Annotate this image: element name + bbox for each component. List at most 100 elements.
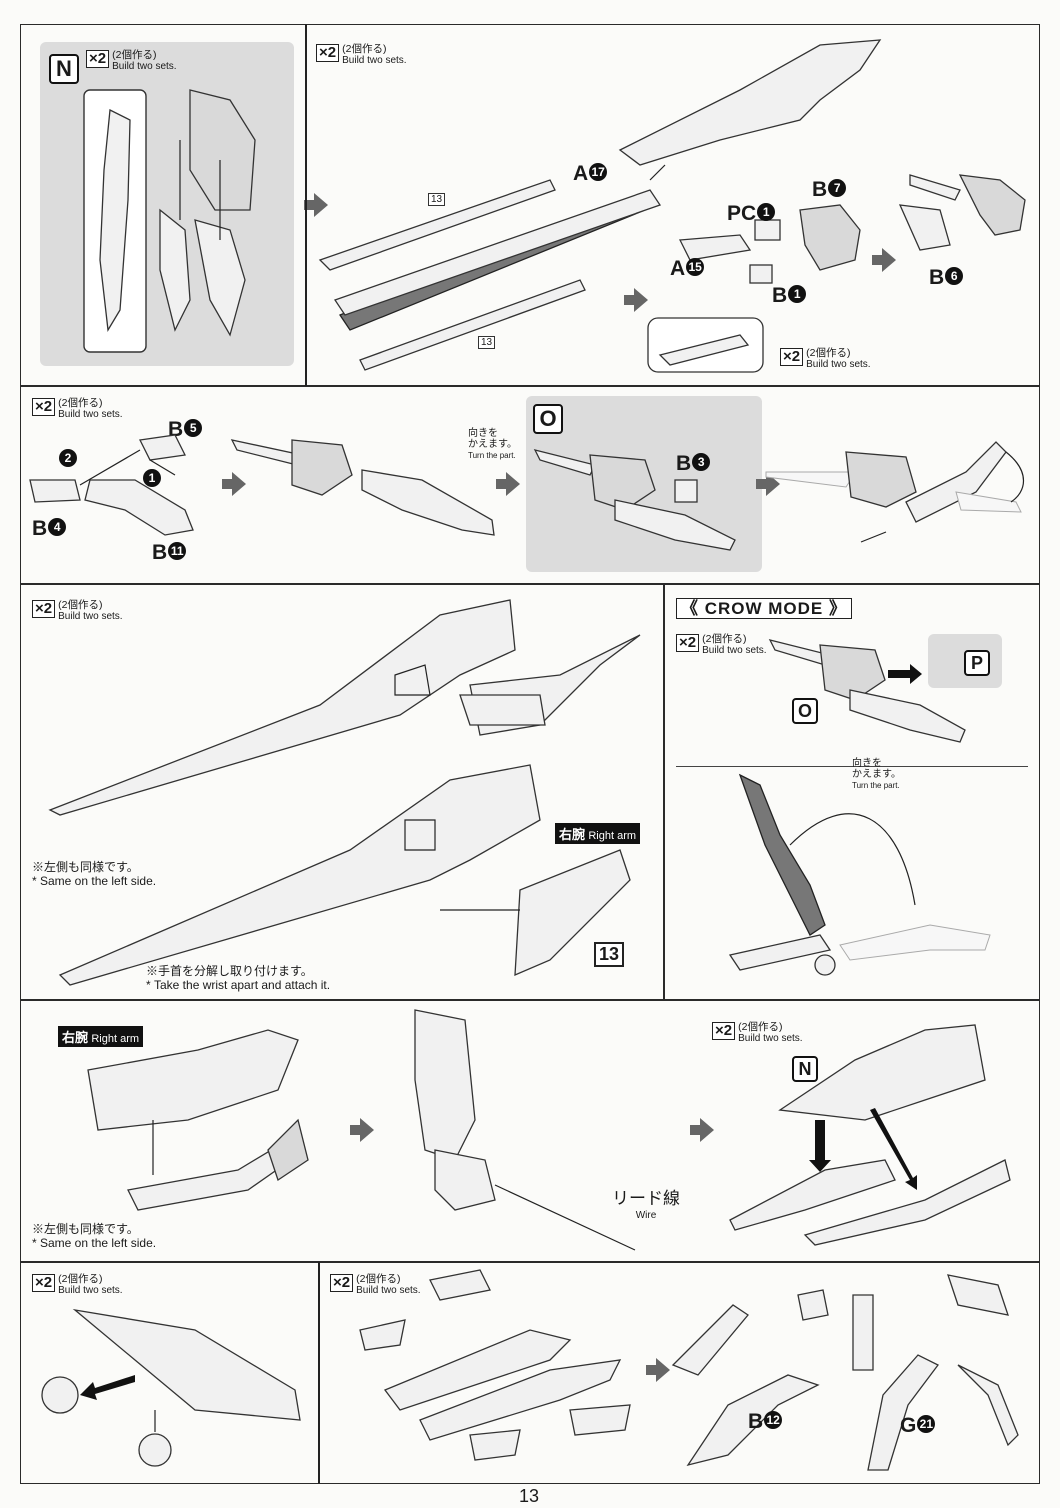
step-n-shaded-area	[40, 42, 294, 366]
right-arm-en: Right arm	[91, 1033, 140, 1045]
crow-mode-text: 《 CROW MODE 》	[676, 598, 852, 619]
part-number: 7	[828, 179, 847, 198]
step-n-illustration	[83, 89, 256, 353]
right-arm-label: 右腕 Right arm	[555, 823, 641, 844]
part-number: 21	[917, 1415, 936, 1434]
build-two-ja: (2個作る)	[738, 1021, 783, 1033]
wire-label: リード線 Wire	[612, 1190, 680, 1223]
n-label: N	[792, 1056, 818, 1082]
part-number: 11	[168, 542, 187, 561]
build-two-ja: (2個作る)	[58, 599, 103, 611]
build-two-sets-note-2: ×2 (2個作る)Build two sets.	[316, 44, 407, 66]
part-letter: B	[929, 266, 945, 289]
build-two-ja: (2個作る)	[806, 347, 851, 359]
flow-arrow	[872, 248, 896, 272]
build-two-en: Build two sets.	[702, 645, 767, 656]
turn-ja2: かえます。	[468, 439, 517, 450]
build-two-ja: (2個作る)	[702, 633, 747, 645]
x2-badge: ×2	[32, 1274, 56, 1292]
same-left-side-note-2: ※左側も同様です。 * Same on the left side.	[32, 1222, 156, 1250]
x2-badge: ×2	[32, 600, 56, 618]
flow-arrow	[690, 1118, 714, 1142]
crow-mode-step2-illustration	[728, 773, 991, 976]
ref-13-bottom: 13	[478, 336, 496, 349]
seq-number: 1	[143, 469, 161, 488]
build-two-sets-note-4: ×2 (2個作る)Build two sets.	[32, 398, 123, 420]
build-two-sets-note-6: ×2 (2個作る)Build two sets.	[676, 634, 767, 656]
build-two-en: Build two sets.	[58, 1285, 123, 1296]
page-number: 13	[519, 1486, 540, 1506]
turn-ja2: かえます。	[852, 769, 901, 780]
right-arm-ja: 右腕	[559, 827, 586, 842]
part-number: 17	[589, 163, 608, 182]
left-note-ja: ※左側も同様です。	[32, 1222, 139, 1236]
ref-13-top: 13	[428, 193, 446, 206]
build-two-en: Build two sets.	[58, 409, 123, 420]
row4-blade-illustration	[729, 1024, 1011, 1246]
step-row-1	[20, 24, 1040, 386]
build-two-en: Build two sets.	[58, 611, 123, 622]
part-letter: B	[676, 452, 692, 475]
part-number: 5	[184, 419, 203, 438]
x2-badge: ×2	[712, 1022, 736, 1040]
part-letter: G	[900, 1414, 917, 1437]
flow-arrow	[304, 193, 328, 217]
part-letter: A	[670, 257, 686, 280]
part-letter: B	[772, 284, 788, 307]
build-two-ja: (2個作る)	[356, 1273, 401, 1285]
crow-divider	[676, 766, 1028, 767]
part-letter: B	[32, 517, 48, 540]
arm-blade-assembly-top	[48, 599, 641, 816]
shoulder-complete-illustration	[898, 174, 1026, 251]
divider	[305, 24, 307, 386]
build-two-ja: (2個作る)	[58, 1273, 103, 1285]
part-letter: B	[152, 541, 168, 564]
right-arm-en: Right arm	[588, 830, 637, 842]
build-two-sets-note-7: ×2 (2個作る)Build two sets.	[712, 1022, 803, 1044]
turn-en: Turn the part.	[852, 781, 900, 790]
build-two-ja: (2個作る)	[112, 49, 157, 61]
row4-wire-illustration	[414, 1009, 636, 1251]
seq-number: 2	[59, 449, 77, 468]
row5-disassemble-illustration	[41, 1308, 301, 1467]
step-row-4	[20, 1000, 1040, 1262]
row4-arm-illustration	[87, 1029, 309, 1211]
build-two-en: Build two sets.	[738, 1033, 803, 1044]
turn-ja: 向きを	[468, 428, 498, 439]
blade-assembly-illustration	[318, 39, 882, 371]
seq-2: 2	[58, 448, 77, 472]
x2-badge: ×2	[32, 398, 56, 416]
build-two-sets-note-9: ×2 (2個作る)Build two sets.	[330, 1274, 421, 1296]
part-letter: B	[748, 1410, 764, 1433]
arm-blade-assembly-bottom	[58, 764, 631, 986]
build-two-en: Build two sets.	[806, 359, 871, 370]
step-o-letter: O	[533, 404, 563, 434]
same-left-side-note: ※左側も同様です。 * Same on the left side.	[32, 860, 156, 888]
ref-13-large: 13	[594, 942, 625, 967]
right-arm-ja: 右腕	[62, 1030, 89, 1045]
build-two-ja: (2個作る)	[58, 397, 103, 409]
wrist-ja: ※手首を分解し取り付けます。	[146, 964, 313, 978]
part-number: 4	[48, 518, 67, 537]
x2-badge: ×2	[86, 50, 110, 68]
part-letter: A	[573, 162, 589, 185]
step-row-5	[20, 1262, 1040, 1484]
crow-mode-panel	[664, 584, 1040, 1000]
turn-en: Turn the part.	[468, 451, 516, 460]
flow-arrow	[496, 472, 520, 496]
part-letter: B	[812, 178, 828, 201]
part-number: 1	[757, 203, 776, 222]
build-two-en: Build two sets.	[112, 61, 177, 72]
part-letter: PC	[727, 202, 757, 225]
build-two-sets-note-3: ×2 (2個作る)Build two sets.	[780, 348, 871, 370]
row2-parts-illustration	[29, 434, 194, 536]
part-number: 12	[764, 1411, 783, 1430]
x2-badge: ×2	[330, 1274, 354, 1292]
step-row-2	[20, 386, 1040, 584]
turn-part-note: 向きを かえます。 Turn the part.	[468, 428, 517, 461]
